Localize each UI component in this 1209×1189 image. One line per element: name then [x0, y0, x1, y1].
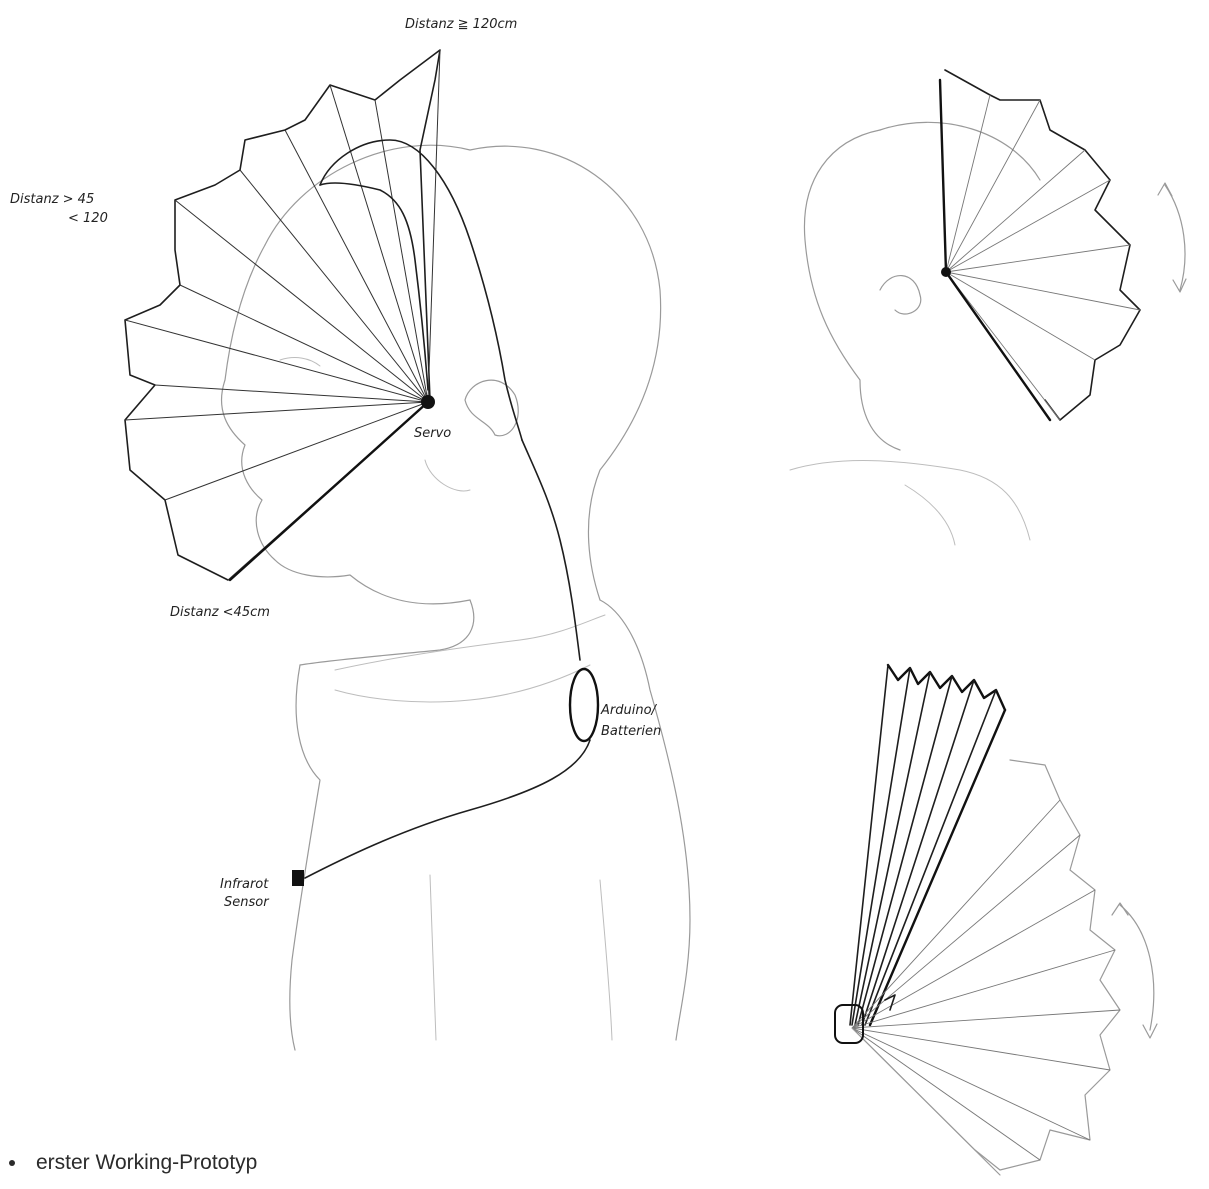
label-servo: Servo: [414, 426, 451, 441]
label-distance-near: Distanz <45cm: [170, 605, 270, 620]
bullet-icon: [9, 1160, 15, 1166]
label-arduino-2: Batterien: [601, 724, 661, 739]
side-view-sketch: [790, 70, 1186, 545]
label-distance-mid-2: < 120: [68, 211, 108, 226]
label-arduino-1: Arduino/: [600, 703, 658, 718]
label-distance-far: Distanz ≧ 120cm: [405, 17, 517, 32]
label-distance-mid-1: Distanz > 45: [10, 192, 94, 207]
caption-text: erster Working-Prototyp: [36, 1151, 257, 1175]
fan-mechanism-sketch: [835, 665, 1157, 1175]
label-sensor-2: Sensor: [224, 895, 270, 910]
label-sensor-1: Infrarot: [220, 877, 269, 892]
caption-list-item: erster Working-Prototyp: [0, 1143, 600, 1183]
main-figure-sketch: [125, 50, 690, 1050]
